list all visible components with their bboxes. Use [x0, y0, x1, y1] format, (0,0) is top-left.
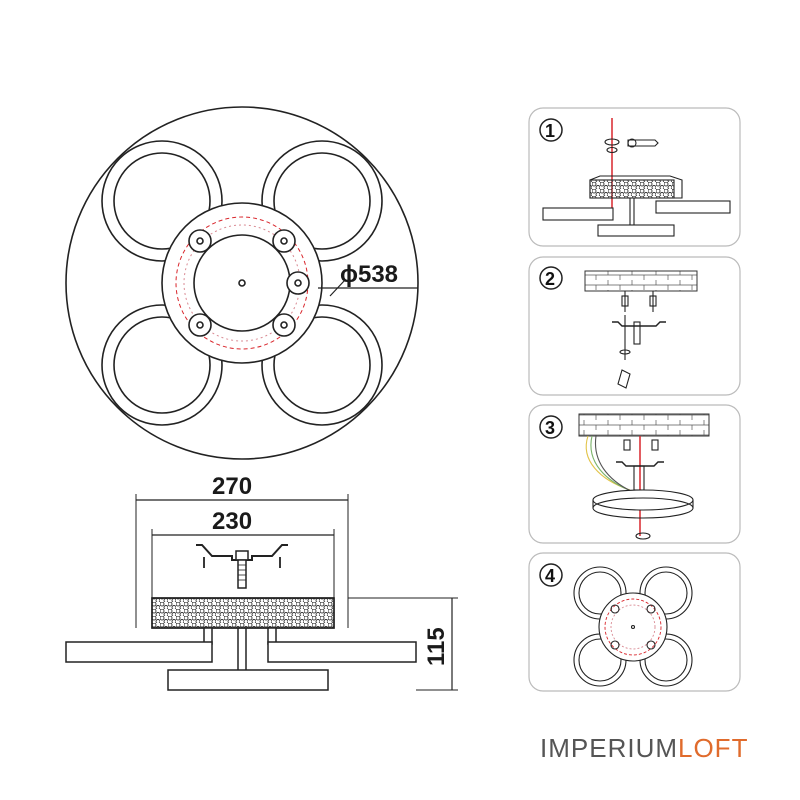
outer-circle [65, 106, 419, 460]
side-view [65, 494, 458, 691]
brand-part-1: IMPERIUM [540, 733, 678, 763]
ring-top-left [101, 140, 223, 262]
step-number-3: 3 [545, 418, 555, 438]
step-number-4: 4 [545, 566, 555, 586]
diameter-label: ϕ538 [340, 261, 398, 288]
brand-part-2: LOFT [678, 733, 749, 763]
width-inner-label: 230 [212, 508, 252, 535]
brand-logo: IMPERIUMLOFT [540, 733, 748, 764]
step-number-2: 2 [545, 269, 555, 289]
step-number-1: 1 [545, 121, 555, 141]
height-label: 115 [423, 627, 450, 666]
top-view [65, 106, 419, 460]
ring-top-right [261, 140, 383, 262]
step-panel-2: 2 [528, 256, 741, 396]
ring-bottom-left [101, 304, 223, 426]
width-outer-label: 270 [212, 473, 252, 500]
step-panel-1: 1 [528, 107, 741, 247]
step-panel-4: 4 [528, 552, 741, 692]
ring-bottom-right [261, 304, 383, 426]
step-panel-3: 3 [528, 404, 741, 544]
